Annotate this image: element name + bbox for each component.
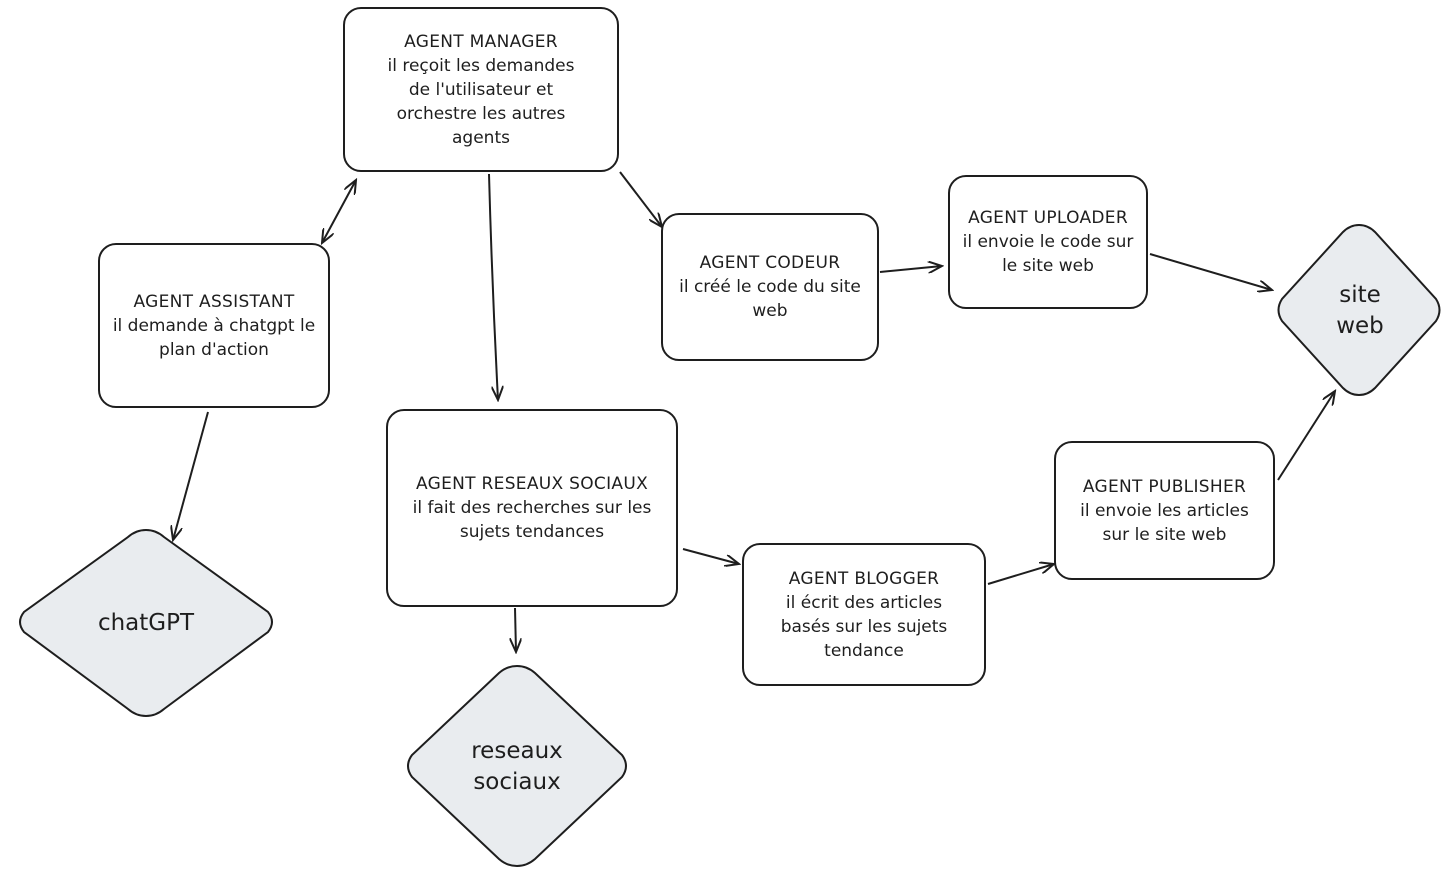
agent-reseaux-sociaux-node[interactable]: AGENT RESEAUX SOCIAUX il fait des recher… — [386, 409, 678, 607]
edge-manager-codeur — [619, 171, 662, 227]
agent-blogger-desc: il écrit des articles basés sur les suje… — [780, 592, 948, 661]
agent-uploader-desc: il envoie le code sur le site web — [962, 232, 1134, 276]
edge-reseaux-reseauxsociaux — [515, 607, 516, 652]
chatgpt-diamond — [19, 528, 273, 718]
edge-assistant-chatgpt — [173, 411, 209, 540]
site-web-label: site web — [1300, 278, 1420, 344]
edge-manager-reseaux — [488, 173, 498, 400]
agent-reseaux-sociaux-desc: il fait des recherches sur les sujets te… — [412, 498, 652, 542]
agent-reseaux-sociaux-title: AGENT RESEAUX SOCIAUX — [415, 474, 649, 494]
agent-assistant-desc: il demande à chatgpt le plan d'action — [112, 315, 316, 360]
agent-publisher-node[interactable]: AGENT PUBLISHER il envoie les articles s… — [1054, 441, 1275, 580]
reseaux-sociaux-label: reseaux sociaux — [437, 734, 597, 800]
edge-reseaux-blogger — [682, 548, 739, 564]
reseaux-sociaux-label-text: reseaux sociaux — [471, 738, 563, 795]
agent-assistant-title: AGENT ASSISTANT — [133, 291, 295, 312]
chatgpt-label-text: chatGPT — [97, 609, 195, 636]
agent-manager-desc: il reçoit les demandes de l'utilisateur … — [387, 55, 575, 148]
edge-codeur-uploader — [879, 266, 942, 272]
agent-codeur-node[interactable]: AGENT CODEUR il créé le code du site web — [661, 213, 879, 361]
agent-blogger-node[interactable]: AGENT BLOGGER il écrit des articles basé… — [742, 543, 986, 686]
agent-uploader-node[interactable]: AGENT UPLOADER il envoie le code sur le … — [948, 175, 1148, 309]
agent-blogger-title: AGENT BLOGGER — [788, 568, 940, 589]
edge-manager-assistant — [322, 180, 356, 243]
agent-codeur-title: AGENT CODEUR — [699, 253, 841, 273]
agent-manager-node[interactable]: AGENT MANAGER il reçoit les demandes de … — [343, 7, 619, 172]
site-web-diamond — [1277, 223, 1441, 397]
reseaux-sociaux-diamond — [407, 664, 627, 868]
agent-assistant-node[interactable]: AGENT ASSISTANT il demande à chatgpt le … — [98, 243, 330, 408]
edge-blogger-publisher — [987, 564, 1054, 585]
chatgpt-label: chatGPT — [56, 600, 236, 646]
agent-codeur-desc: il créé le code du site web — [679, 277, 861, 321]
edge-uploader-siteweb — [1149, 253, 1272, 290]
edge-publisher-siteweb — [1277, 391, 1335, 481]
agent-uploader-title: AGENT UPLOADER — [968, 208, 1128, 228]
site-web-label-text: site web — [1336, 282, 1384, 339]
agent-publisher-title: AGENT PUBLISHER — [1082, 476, 1247, 497]
agent-publisher-desc: il envoie les articles sur le site web — [1080, 500, 1249, 545]
agent-manager-title: AGENT MANAGER — [404, 31, 558, 52]
